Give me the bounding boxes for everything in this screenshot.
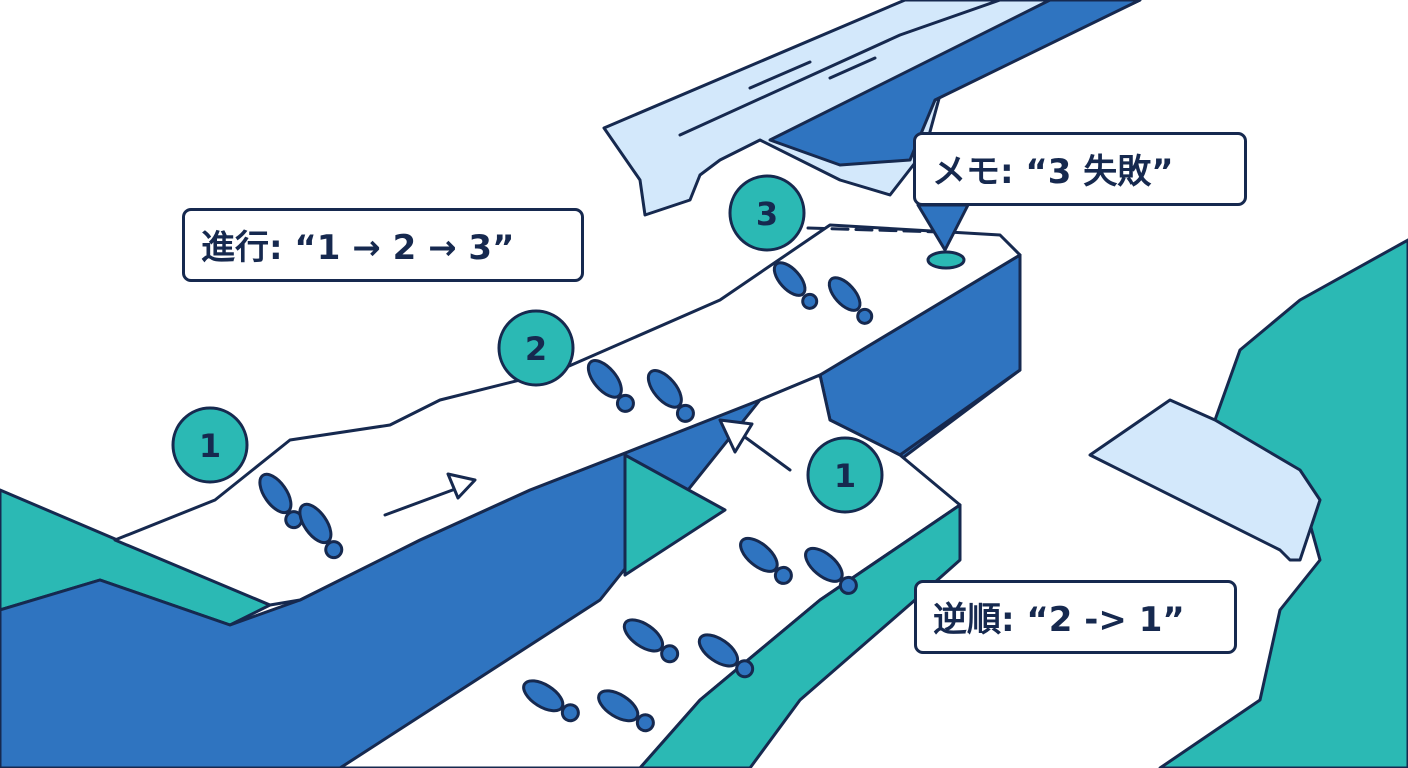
forward-arrow — [383, 472, 477, 517]
step-badge-3 — [728, 174, 806, 252]
footprint-reverse-2 — [804, 546, 858, 595]
memo-label: メモ: “3 失敗” — [913, 132, 1247, 206]
footprint-reverse-3 — [622, 618, 680, 664]
progress-label: 進行: “1 → 2 → 3” — [182, 208, 584, 282]
footprint-forward-4 — [646, 369, 695, 423]
ice-ridge-inner-line — [678, 0, 1002, 137]
main-path — [113, 223, 1022, 607]
footprint-reverse-5 — [522, 679, 580, 723]
ice-crack-1 — [748, 60, 812, 90]
step-badge-2 — [497, 309, 575, 387]
step-badge-back-1-text: 1 — [834, 457, 856, 495]
footprint-forward-6 — [827, 276, 874, 325]
ice-crack-2 — [828, 56, 877, 80]
dashed-link — [806, 226, 942, 234]
footprint-forward-2 — [298, 502, 344, 560]
step-badge-2-text: 2 — [525, 330, 547, 368]
step-badge-1 — [171, 406, 249, 484]
footprint-forward-3 — [586, 359, 635, 413]
step-badge-3-text: 3 — [756, 195, 778, 233]
step-badge-back-1 — [806, 436, 884, 514]
footprint-forward-5 — [772, 261, 819, 310]
right-cliff — [1158, 238, 1408, 768]
footprint-forward-1 — [258, 472, 304, 530]
right-cliff-ice — [1088, 398, 1322, 562]
reverse-arrow — [718, 418, 792, 472]
step-badge-1-text: 1 — [199, 427, 221, 465]
ice-ridge-shadow — [768, 0, 1142, 167]
failure-marker — [926, 250, 966, 270]
reverse-label: 逆順: “2 -> 1” — [914, 580, 1237, 654]
footprint-reverse-1 — [739, 536, 793, 585]
footprint-reverse-6 — [597, 689, 655, 733]
footprint-reverse-4 — [697, 633, 755, 679]
